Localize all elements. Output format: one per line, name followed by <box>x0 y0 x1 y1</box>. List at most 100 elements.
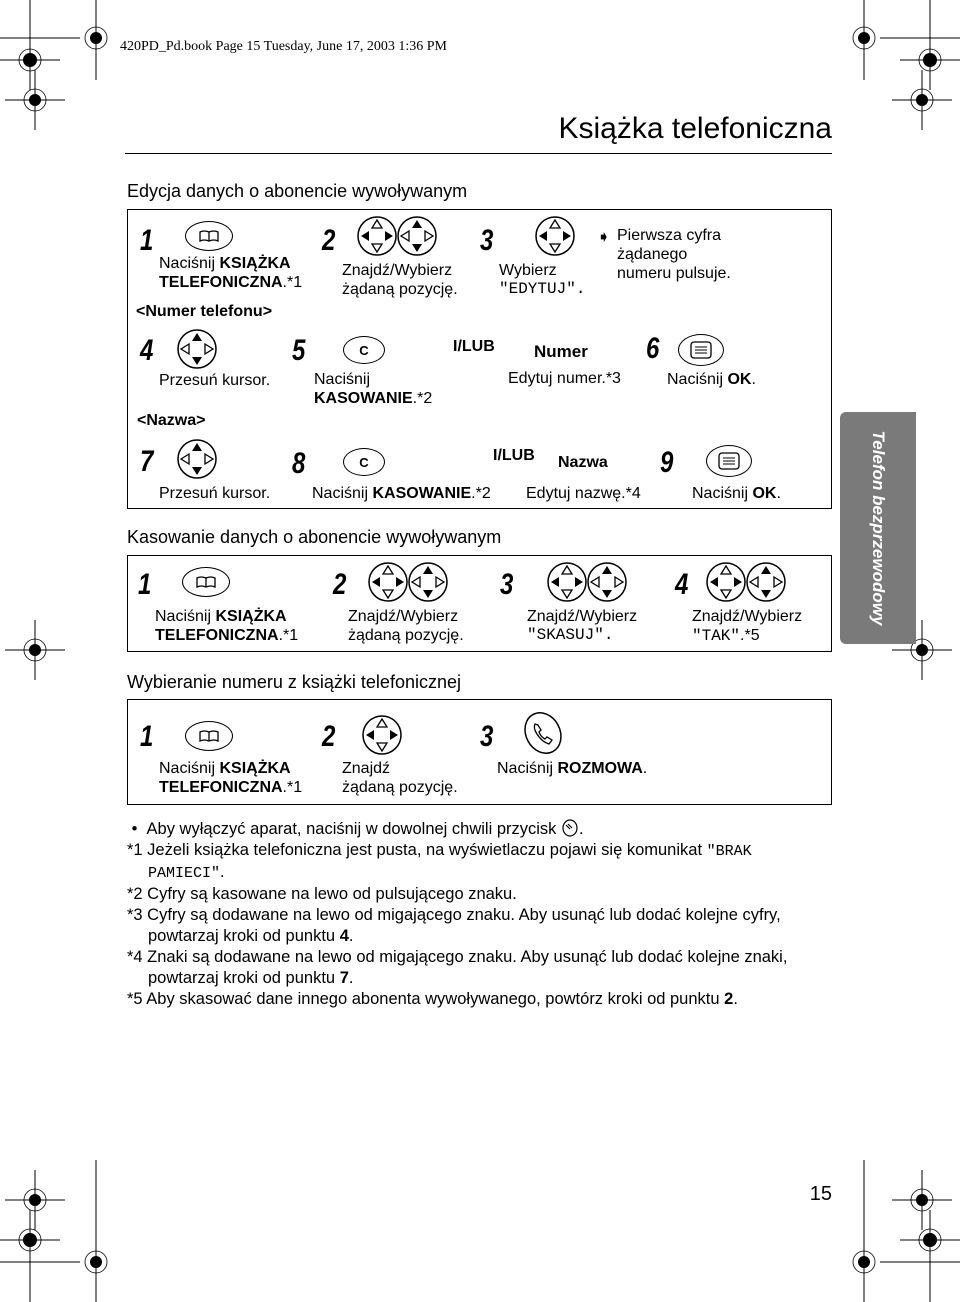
step-text: Naciśnij KSIĄŻKA <box>159 255 291 272</box>
step-text: TELEFONICZNA.*1 <box>155 627 299 644</box>
step-text: Wybierz <box>499 262 557 279</box>
nazwa-label: <Nazwa> <box>137 412 206 429</box>
book-key <box>185 721 233 751</box>
navigator-icon <box>535 216 575 256</box>
note-text: Pierwsza cyfra <box>617 227 722 244</box>
step-text: Przesuń kursor. <box>159 372 271 389</box>
section-title-dial: Wybieranie numeru z książki telefoniczne… <box>127 672 461 692</box>
book-icon <box>196 576 216 589</box>
step-text: TELEFONICZNA.*1 <box>159 274 303 291</box>
delete-steps-box <box>127 555 832 652</box>
navigator-left-right-icon <box>397 216 437 256</box>
step-text: "SKASUJ". <box>527 626 614 644</box>
step-text: KASOWANIE.*2 <box>314 390 433 407</box>
footnote-1: *1 Jeżeli książka telefoniczna jest pust… <box>127 841 752 882</box>
chapter-title: Książka telefoniczna <box>558 112 833 145</box>
step-text: Naciśnij KASOWANIE.*2 <box>312 485 491 502</box>
or-label: I/LUB <box>493 447 535 464</box>
c-key: C <box>343 448 385 476</box>
navigator-icon <box>177 329 217 369</box>
title-rule <box>125 153 832 154</box>
numer-telefonu-label: <Numer telefonu> <box>136 303 273 320</box>
page-number: 15 <box>809 1183 832 1205</box>
step-text: Znajdź/Wybierz <box>692 608 803 625</box>
step-text: żądaną pozycję. <box>342 779 458 796</box>
navigator-icon <box>177 439 217 479</box>
step-number: 5 <box>292 334 306 367</box>
book-icon <box>199 230 219 243</box>
or-label: I/LUB <box>453 338 495 355</box>
step-number: 2 <box>322 720 336 753</box>
step-number: 4 <box>140 334 154 367</box>
step-number: 7 <box>140 445 154 478</box>
navigator-left-right-icon <box>746 562 786 602</box>
step-text: Naciśnij ROZMOWA. <box>497 760 648 777</box>
step-text: Edytuj numer.*3 <box>508 370 621 387</box>
step-number: 3 <box>500 568 514 601</box>
menu-key <box>706 445 752 477</box>
footnote-2: *2 Cyfry są kasowane na lewo od pulsując… <box>127 885 517 903</box>
footnote-4: *4 Znaki są dodawane na lewo od migające… <box>127 948 788 987</box>
talk-key-icon <box>524 712 562 754</box>
step-text: Naciśnij OK. <box>692 485 781 502</box>
power-off-key-icon <box>562 819 578 837</box>
section-title-edit: Edycja danych o abonencie wywoływanym <box>127 181 468 201</box>
step-text: Naciśnij <box>314 371 371 388</box>
numer-label: Numer <box>534 342 588 361</box>
note-text: numeru pulsuje. <box>617 265 731 282</box>
step-text: Znajdź/Wybierz <box>342 262 453 279</box>
step-number: 6 <box>646 332 660 365</box>
step-text: "EDYTUJ". <box>499 280 586 298</box>
arrow-icon: ➧ <box>597 229 611 246</box>
side-tab: Telefon bezprzewodowy <box>840 412 916 644</box>
section-title-delete: Kasowanie danych o abonencie wywoływanym <box>127 527 502 547</box>
step-text: Naciśnij OK. <box>667 371 756 388</box>
navigator-up-down-icon <box>368 562 408 602</box>
c-key: C <box>343 336 385 364</box>
step-number: 2 <box>333 568 347 601</box>
step-text: "TAK".*5 <box>692 627 760 645</box>
step-number: 1 <box>140 720 154 753</box>
navigator-up-down-icon <box>706 562 746 602</box>
step-number: 9 <box>660 446 674 479</box>
step-text: Naciśnij KSIĄŻKA <box>155 608 287 625</box>
step-text: Przesuń kursor. <box>159 485 271 502</box>
nazwa-key-label: Nazwa <box>558 454 608 471</box>
step-number: 1 <box>138 568 152 601</box>
step-number: 3 <box>480 224 494 257</box>
menu-icon <box>690 341 712 359</box>
book-key <box>182 567 230 597</box>
bullet-note: • Aby wyłączyć aparat, naciśnij w dowoln… <box>127 819 584 838</box>
note-text: żądanego <box>617 246 688 263</box>
step-text: Naciśnij KSIĄŻKA <box>159 760 291 777</box>
footnote-3: *3 Cyfry są dodawane na lewo od migające… <box>127 906 781 945</box>
edit-steps-box <box>127 209 832 509</box>
navigator-up-down-icon <box>547 562 587 602</box>
step-text: TELEFONICZNA.*1 <box>159 779 303 796</box>
step-text: Znajdź/Wybierz <box>348 608 459 625</box>
step-text: żądaną pozycję. <box>342 281 458 298</box>
step-text: Edytuj nazwę.*4 <box>526 485 641 502</box>
step-number: 2 <box>322 224 336 257</box>
step-text: Znajdź <box>342 760 391 777</box>
navigator-up-down-icon <box>357 216 397 256</box>
navigator-left-right-icon <box>587 562 627 602</box>
print-header: 420PD_Pd.book Page 15 Tuesday, June 17, … <box>120 39 447 54</box>
navigator-left-right-icon <box>408 562 448 602</box>
dial-steps-box <box>127 699 832 805</box>
menu-key <box>678 334 724 366</box>
navigator-up-down-icon <box>362 715 402 755</box>
step-number: 8 <box>292 447 306 480</box>
step-text: żądaną pozycję. <box>348 627 464 644</box>
step-text: Znajdź/Wybierz <box>527 608 638 625</box>
step-number: 4 <box>675 568 689 601</box>
book-icon <box>199 730 219 743</box>
side-tab-label: Telefon bezprzewodowy <box>869 430 888 626</box>
step-number: 1 <box>140 224 154 257</box>
menu-icon <box>718 452 740 470</box>
book-key <box>185 221 233 251</box>
bullet-icon: • <box>127 820 147 838</box>
footnotes: • Aby wyłączyć aparat, naciśnij w dowoln… <box>127 819 837 1010</box>
footnote-5: *5 Aby skasować dane innego abonenta wyw… <box>127 990 738 1008</box>
